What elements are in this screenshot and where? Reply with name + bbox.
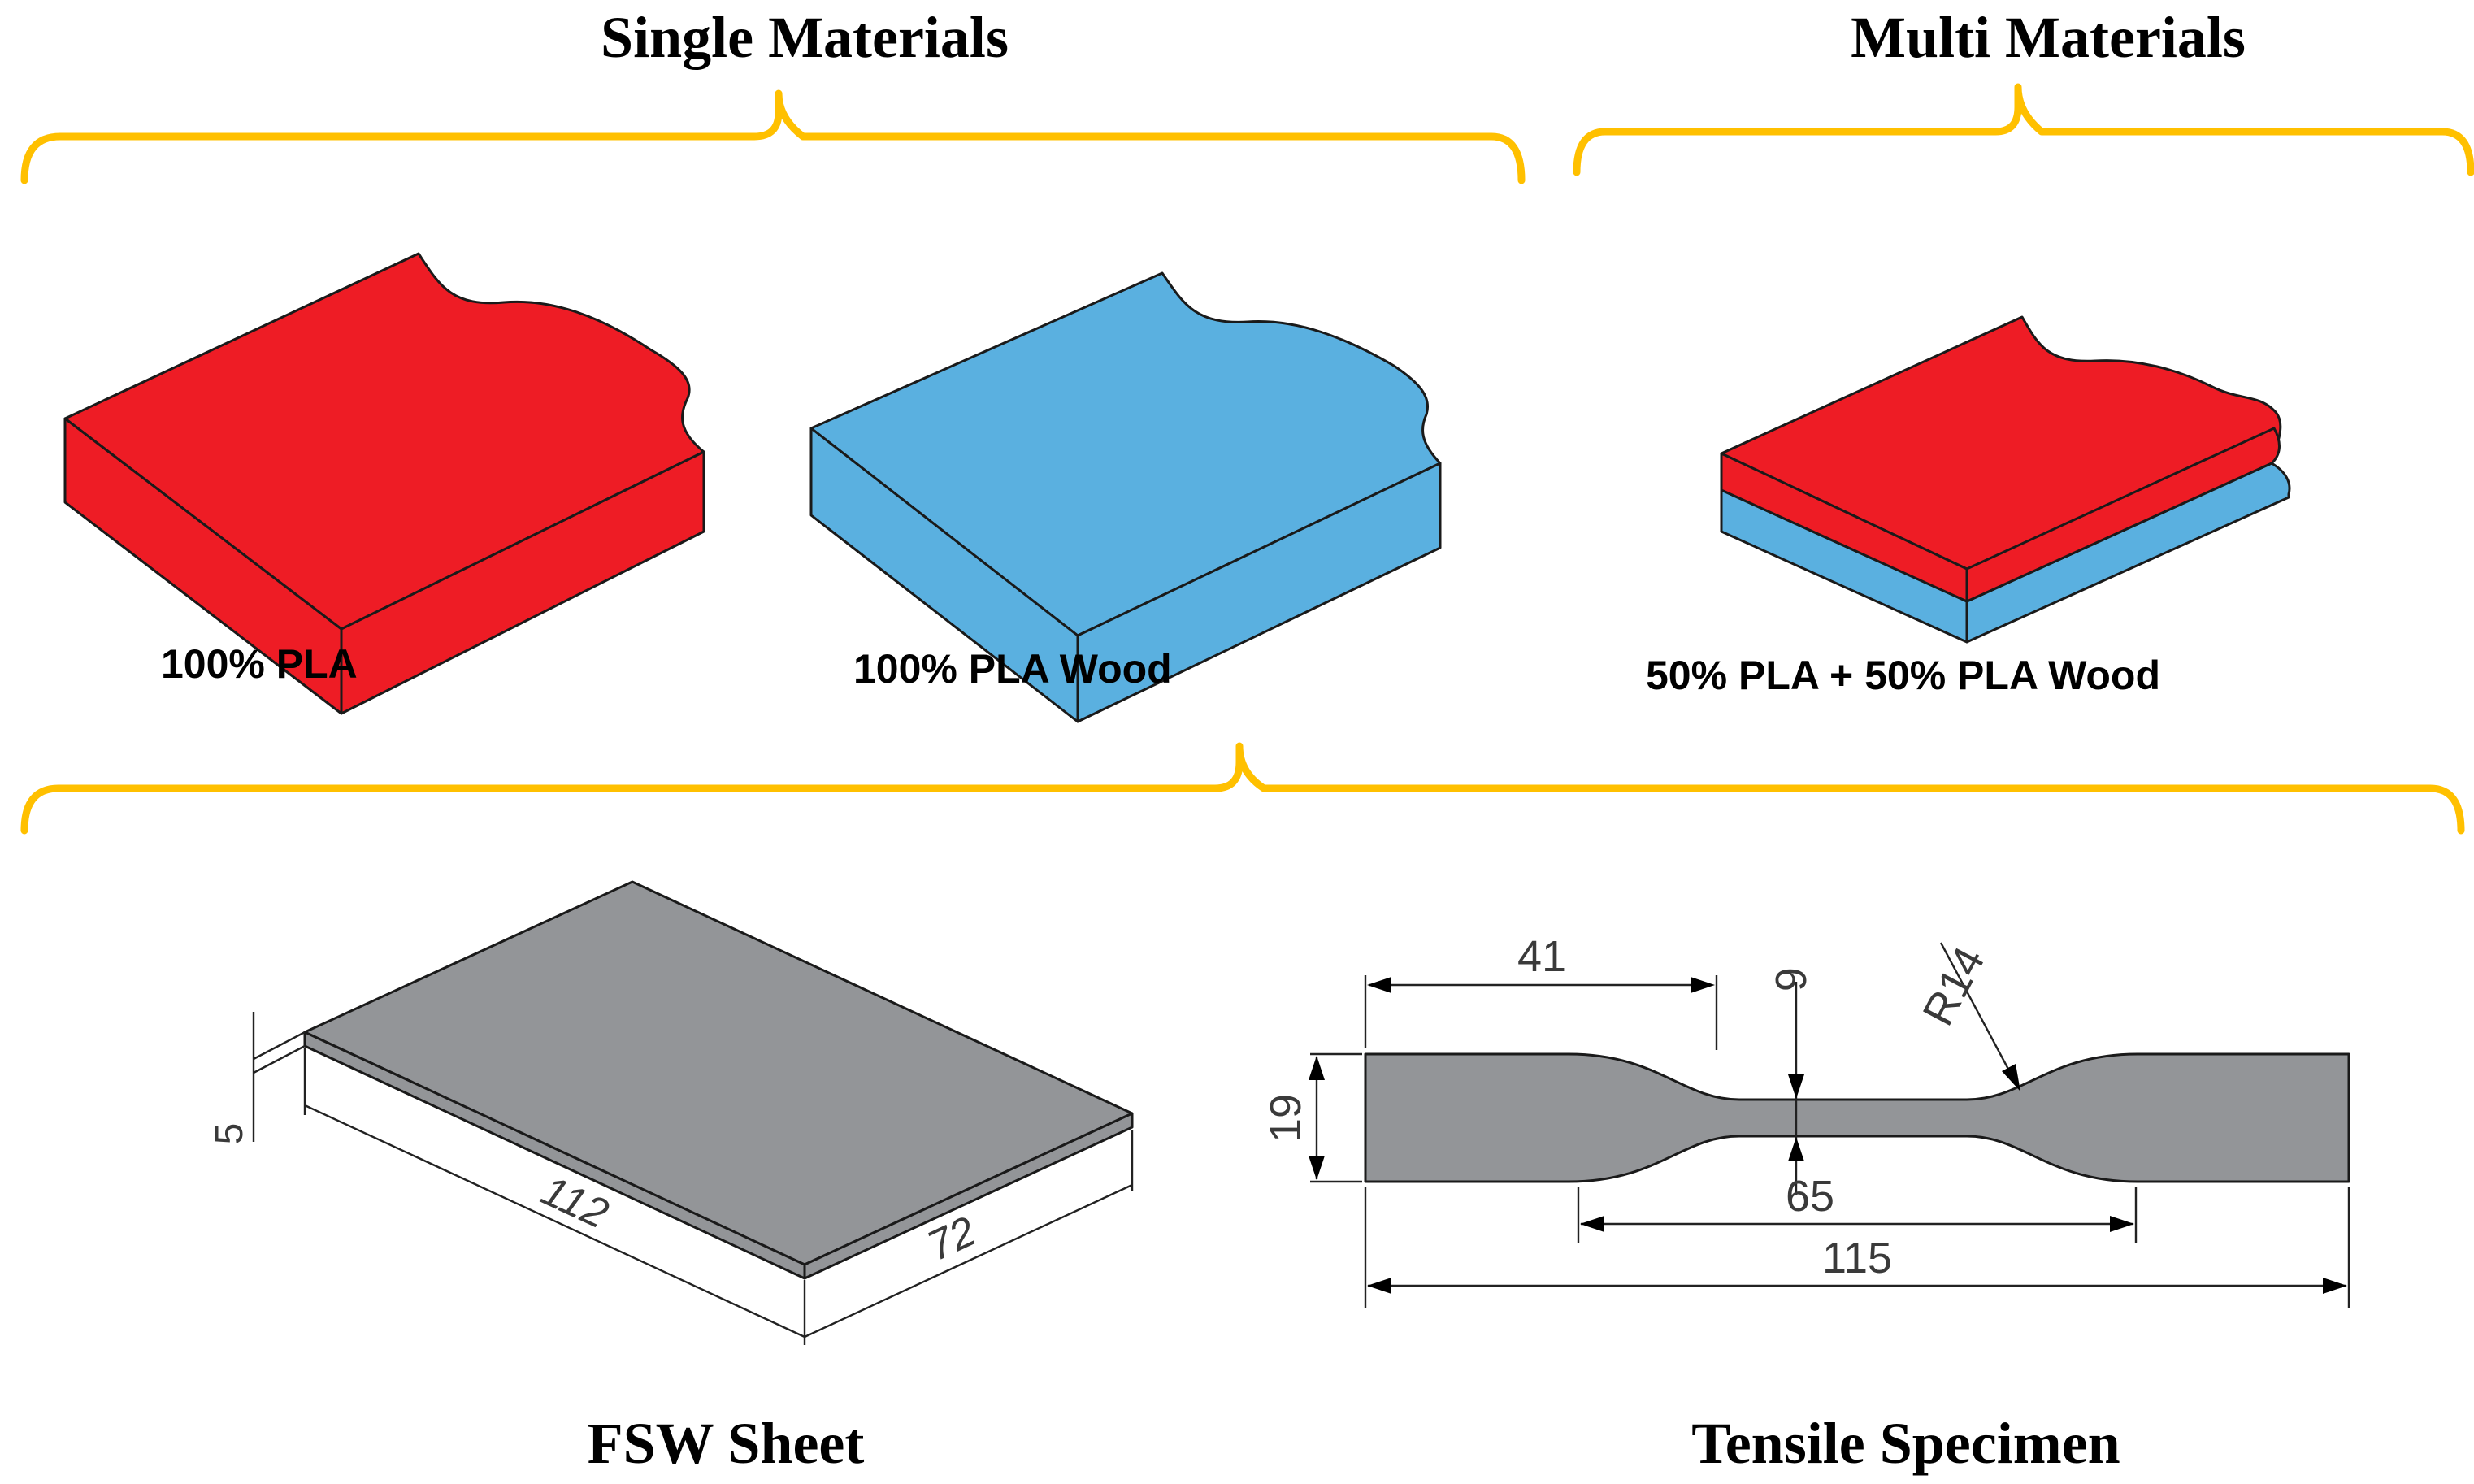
pla-wood-block-side: [1076, 462, 1442, 723]
single-materials-brace: [20, 89, 1526, 184]
pla-wood-block: [809, 271, 1442, 723]
fsw-sheet-title: FSW Sheet: [588, 1411, 865, 1476]
gauge-length-label: 65: [1786, 1172, 1834, 1221]
multi-materials-heading: Multi Materials: [1851, 5, 2246, 70]
multi-blue-layer-side: [1965, 462, 2291, 644]
pla-block-top: [63, 252, 705, 631]
fsw-thickness-label: 5: [208, 1123, 251, 1145]
tensile-dimension-lines: [1309, 942, 2350, 1308]
total-length-label: 115: [1822, 1234, 1892, 1282]
pla-block-side: [340, 450, 705, 715]
pla-label: 100% PLA: [161, 641, 358, 687]
pla-wood-block-top: [809, 271, 1442, 637]
width-label: 19: [1261, 1094, 1310, 1143]
multi-material-block: [1720, 315, 2291, 644]
pla-block: [63, 252, 705, 715]
neck-width-label: 6: [1766, 967, 1815, 992]
specimens-brace: [20, 742, 2465, 835]
grip-length-label: 41: [1517, 932, 1566, 981]
multi-material-label: 50% PLA + 50% PLA Wood: [1646, 653, 2160, 698]
tensile-specimen-body: [1364, 1052, 2350, 1183]
single-materials-heading: Single Materials: [601, 5, 1009, 70]
multi-red-layer-side: [1965, 427, 2281, 603]
tensile-specimen-title: Tensile Specimen: [1691, 1411, 2120, 1476]
fsw-dimension-lines: [252, 1012, 1134, 1345]
fsw-sheet-side: [803, 1112, 1134, 1280]
fsw-sheet-top: [303, 880, 1134, 1266]
pla-wood-label: 100% PLA Wood: [853, 646, 1172, 692]
fsw-sheet: [303, 880, 1134, 1280]
multi-materials-brace: [1573, 83, 2474, 176]
